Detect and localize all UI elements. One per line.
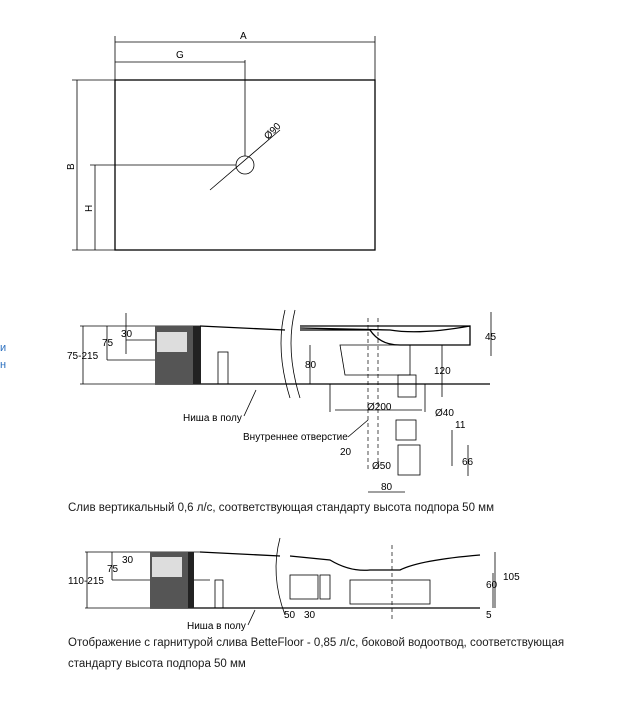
dim-105: 105	[503, 572, 520, 583]
dim-30-b: 30	[304, 610, 316, 621]
dim-120: 120	[434, 366, 451, 377]
inner-hole-label: Внутреннее отверстие	[243, 432, 348, 443]
niche-label-2: Ниша в полу	[187, 621, 246, 632]
edge-text-fragment: и	[0, 342, 7, 354]
side-outlet-pipe	[289, 574, 319, 600]
dim-5: 5	[486, 610, 492, 621]
dim-11: 11	[455, 420, 466, 431]
dim-30-2: 30	[122, 555, 134, 566]
dim-total-height-2: 110-215	[68, 576, 104, 587]
dim-50-2: 50	[284, 610, 296, 621]
dim-total-height: 75-215	[67, 351, 99, 362]
dim-200: Ø200	[367, 402, 392, 413]
drain-body	[339, 344, 411, 376]
dim-60: 60	[486, 580, 498, 591]
dim-30: 30	[121, 329, 133, 340]
dim-45: 45	[485, 332, 497, 343]
plan-view: A G B H Ø90	[66, 31, 376, 251]
dim-75-2: 75	[107, 564, 119, 575]
caption-vertical-drain: Слив вертикальный 0,6 л/с, соответствующ…	[68, 502, 494, 514]
dim-50: Ø50	[372, 461, 391, 472]
dim-g-label: G	[176, 50, 184, 61]
dim-66: 66	[462, 457, 474, 468]
edge-text-fragment: н	[0, 359, 7, 371]
drain-diameter-label: Ø90	[262, 121, 283, 142]
caption-side-drain-line1: Отображение с гарнитурой слива BetteFloo…	[68, 637, 565, 649]
support-foot	[217, 351, 229, 385]
dim-20: 20	[340, 447, 352, 458]
dim-40: Ø40	[435, 408, 454, 419]
drain-pipe-upper	[395, 419, 417, 441]
dim-80-bottom: 80	[381, 482, 393, 493]
dim-80: 80	[305, 360, 317, 371]
section-side-drain: 110-215 75 30 105 60 5 50 30 Ниша в полу	[68, 537, 520, 632]
dim-75: 75	[102, 338, 114, 349]
drain-body-2	[349, 579, 431, 605]
dim-b-label: B	[66, 163, 77, 170]
dim-a-label: A	[240, 31, 247, 42]
caption-side-drain-line2: стандарту высота подпора 50 мм	[68, 658, 246, 670]
section-vertical-drain: 75-215 75 30 80 120 45 Ø200 Ø40 11 66 20…	[67, 309, 497, 493]
drain-circle	[235, 155, 255, 175]
drain-pipe-lower	[397, 444, 421, 476]
dim-h-label: H	[84, 205, 95, 212]
niche-label: Ниша в полу	[183, 413, 242, 424]
